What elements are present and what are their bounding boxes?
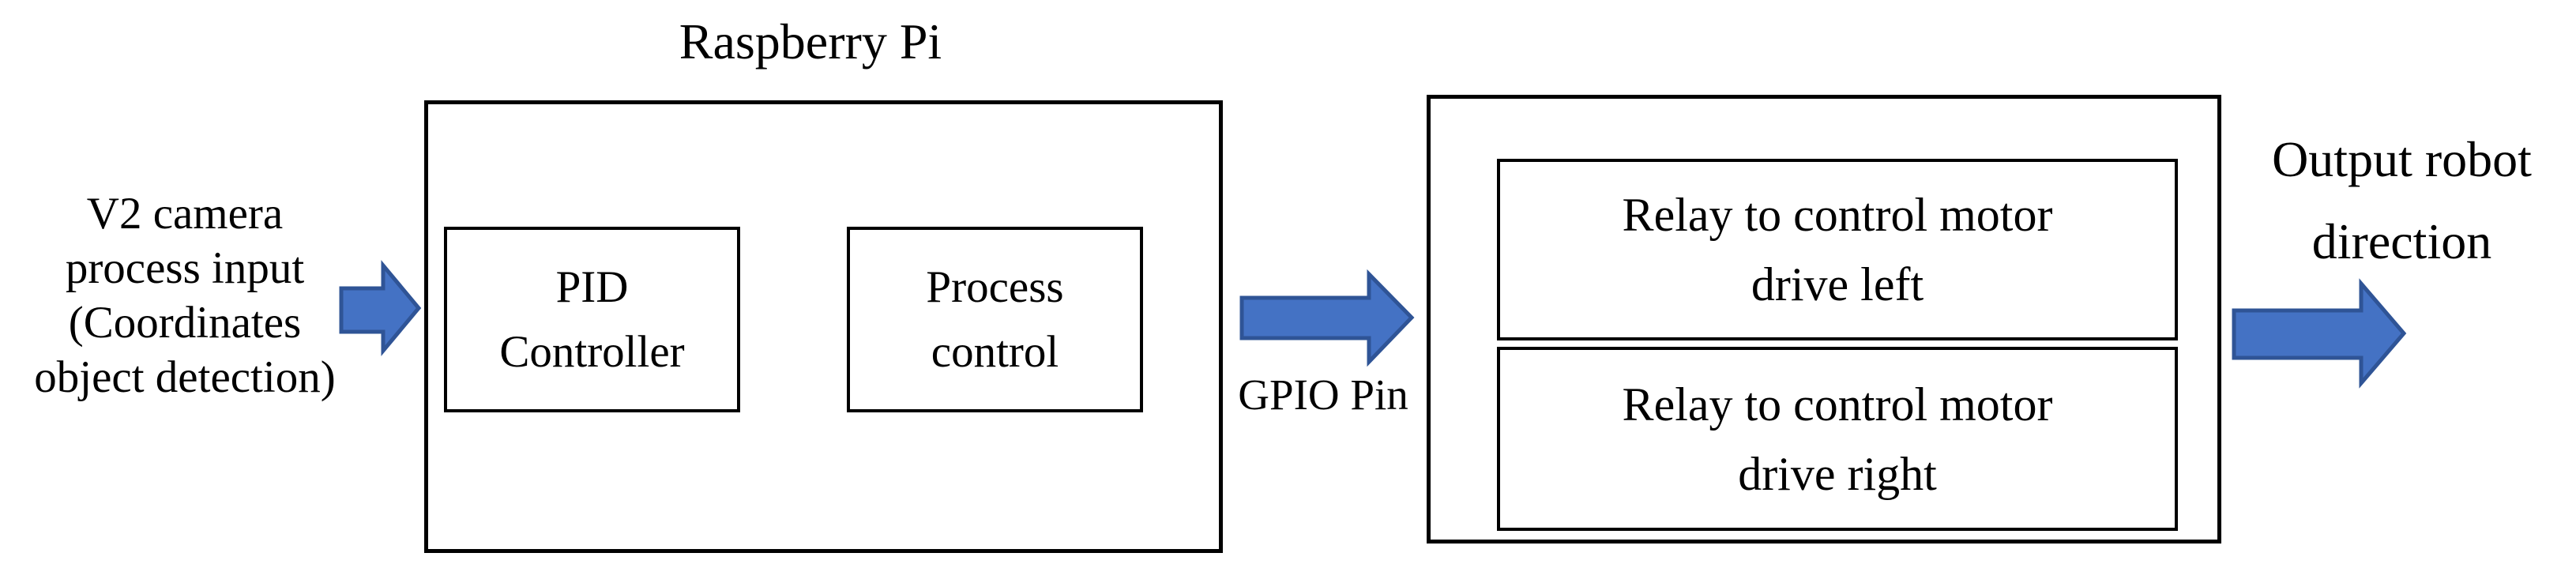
relay-left-line: Relay to control motor — [1622, 189, 2053, 241]
relay-right-box: Relay to control motor drive right — [1497, 347, 2178, 531]
block-arrow-shape — [2232, 278, 2407, 389]
input-label-line: object detection) — [34, 352, 336, 402]
relay-left-box: Relay to control motor drive left — [1497, 159, 2178, 340]
process-control-label: Process control — [926, 255, 1063, 385]
pid-controller-line: PID — [555, 261, 629, 312]
input-label-line: process input — [65, 243, 305, 293]
pid-controller-box: PID Controller — [444, 227, 740, 412]
input-label: V2 camera process input (Coordinates obj… — [4, 186, 366, 404]
input-label-line: V2 camera — [86, 189, 284, 239]
input-label-line: (Coordinates — [68, 298, 302, 348]
relay-right-line: drive right — [1738, 447, 1937, 500]
output-right-arrow-icon — [2232, 278, 2407, 389]
block-arrow-shape — [339, 260, 422, 356]
gpio-pin-label: GPIO Pin — [1238, 370, 1408, 419]
raspberry-pi-title: Raspberry Pi — [679, 13, 942, 70]
input-right-arrow-icon — [339, 260, 422, 356]
block-arrow-shape — [1239, 269, 1415, 367]
process-control-box: Process control — [847, 227, 1143, 412]
relay-right-label: Relay to control motor drive right — [1623, 370, 2053, 509]
relay-left-line: drive left — [1751, 258, 1924, 310]
output-label-line: direction — [2311, 213, 2492, 269]
relay-left-label: Relay to control motor drive left — [1623, 180, 2053, 319]
relay-unit-box: Relay to control motor drive left Relay … — [1427, 95, 2221, 544]
relay-right-line: Relay to control motor — [1622, 378, 2053, 431]
process-control-line: control — [931, 326, 1059, 377]
raspberry-pi-box: PID Controller Process control — [424, 100, 1223, 553]
output-label: Output robot direction — [2228, 118, 2576, 283]
process-control-line: Process — [926, 261, 1064, 312]
gpio-right-arrow-icon — [1239, 269, 1415, 367]
output-label-line: Output robot — [2272, 131, 2532, 187]
pid-controller-line: Controller — [499, 326, 685, 377]
pid-controller-label: PID Controller — [499, 255, 684, 385]
